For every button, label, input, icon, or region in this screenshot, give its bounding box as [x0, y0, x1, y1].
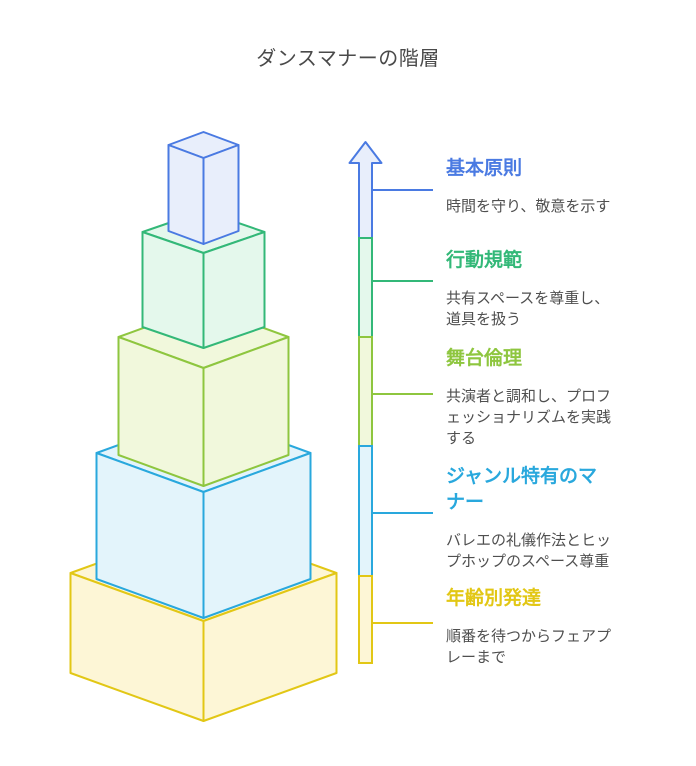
level-4-box-right-face — [202, 452, 312, 619]
arrow-segment-3 — [358, 336, 373, 447]
level-label-1: 基本原則 時間を守り、敬意を示す — [446, 155, 614, 217]
level-label-2: 行動規範 共有スペースを尊重し、道具を扱う — [446, 247, 614, 330]
level-5-title: 年齢別発達 — [446, 587, 542, 609]
level-label-4: ジャンル特有のマナー バレエの礼儀作法とヒップホップのスペース尊重 — [446, 463, 614, 572]
level-label-3: 舞台倫理 共演者と調和し、プロフェッショナリズムを実践する — [446, 345, 614, 449]
level-2-box-left-face — [141, 231, 205, 349]
level-1-title: 基本原則 — [446, 157, 523, 179]
level-label-5: 年齢別発達 順番を待つからフェアプレーまで — [446, 585, 614, 668]
level-1-box-left-face — [167, 144, 205, 245]
level-2-description: 共有スペースを尊重し、道具を扱う — [446, 289, 610, 328]
arrow-segment-2 — [358, 237, 373, 338]
level-1-box-right-face — [202, 144, 240, 245]
level-5-description: 順番を待つからフェアプレーまで — [446, 627, 612, 666]
arrow-segment-4 — [358, 445, 373, 577]
level-5-box-right-face — [202, 572, 338, 722]
level-2-title: 行動規範 — [446, 249, 523, 271]
level-3-title: 舞台倫理 — [446, 347, 523, 369]
level-4-title: ジャンル特有のマナー — [446, 465, 598, 513]
page-title: ダンスマナーの階層 — [256, 46, 440, 70]
arrow-segment-5 — [358, 575, 373, 664]
level-4-description: バレエの礼儀作法とヒップホップのスペース尊重 — [446, 531, 612, 570]
level-3-description: 共演者と調和し、プロフェッショナリズムを実践する — [446, 387, 612, 447]
level-2-box-right-face — [202, 231, 266, 349]
level-1-description: 時間を守り、敬意を示す — [446, 197, 611, 215]
level-3-box-right-face — [202, 336, 290, 487]
